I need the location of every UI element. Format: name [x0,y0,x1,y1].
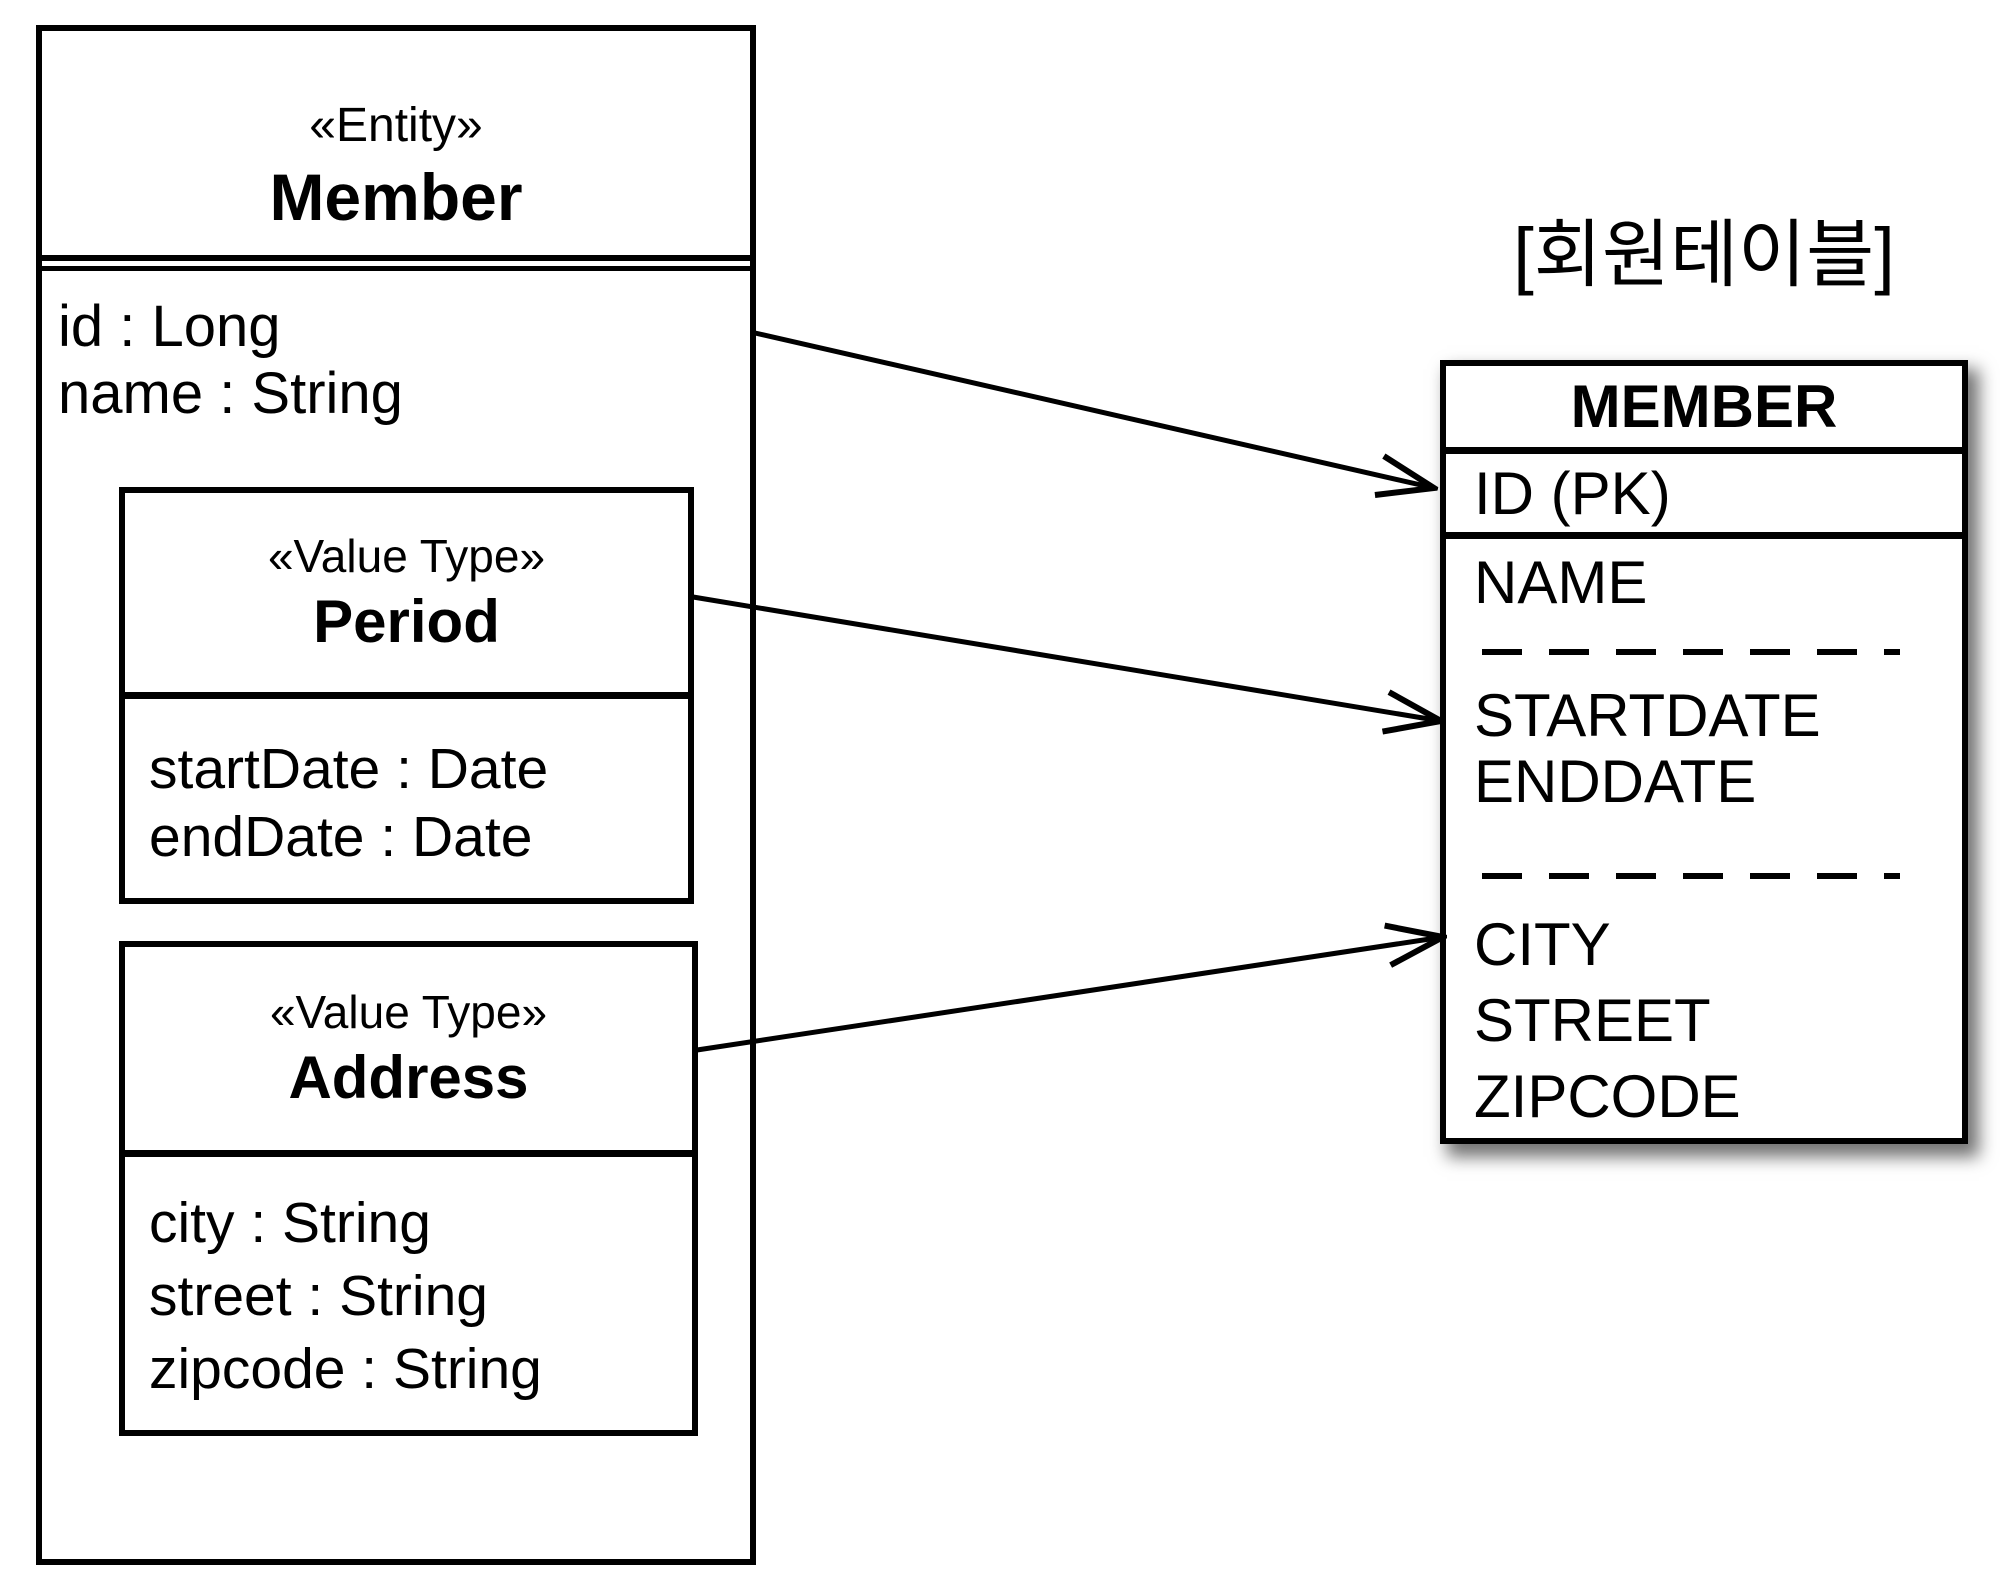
entity-attribute-name: name : String [58,361,403,427]
address-attribute-street: street : String [149,1263,488,1328]
table-row-name: NAME [1474,549,1648,616]
arrow-address-to-address-columns [696,937,1443,1053]
address-value-type-box: «Value Type» Address city : String stree… [119,941,698,1436]
dashed-separator-2 [1482,873,1900,879]
period-value-type-box: «Value Type» Period startDate : Date end… [119,487,694,904]
period-name: Period [313,587,500,655]
period-stereotype: «Value Type» [267,529,546,582]
entity-attribute-id: id : Long [58,294,281,359]
member-table-title: MEMBER [1446,366,1962,454]
address-attribute-zipcode: zipcode : String [149,1336,542,1401]
period-attributes: startDate : Date endDate : Date [125,699,688,872]
member-table: MEMBER ID (PK) NAME STARTDATE ENDDATE CI… [1440,360,1968,1144]
entity-attributes: id : Long name : String [42,271,750,428]
member-table-caption: [회원테이블] [1513,213,1895,296]
table-row-street: STREET [1474,987,1711,1054]
member-table-rows: NAME STARTDATE ENDDATE CITY STREET ZIPCO… [1446,539,1962,1135]
arrow-entity-to-id [754,330,1434,488]
table-row-zipcode: ZIPCODE [1474,1063,1741,1130]
table-row-startdate: STARTDATE [1474,682,1821,749]
arrow-period-to-dates [692,594,1441,721]
period-header: «Value Type» Period [125,493,688,699]
entity-name: Member [269,160,523,234]
address-attributes: city : String street : String zipcode : … [125,1157,692,1406]
table-row-enddate: ENDDATE [1474,748,1757,815]
entity-stereotype: «Entity» [309,99,483,152]
period-attribute-enddate: endDate : Date [149,805,533,870]
address-name: Address [288,1043,529,1111]
member-entity-header: «Entity» Member [42,31,750,255]
address-header: «Value Type» Address [125,947,692,1157]
table-row-id-pk: ID (PK) [1446,454,1962,539]
table-row-city: CITY [1474,911,1611,978]
period-attribute-startdate: startDate : Date [149,737,549,801]
dashed-separator-1 [1482,649,1900,655]
address-stereotype: «Value Type» [269,985,548,1038]
entity-header-divider [42,255,750,271]
address-attribute-city: city : String [149,1191,431,1255]
